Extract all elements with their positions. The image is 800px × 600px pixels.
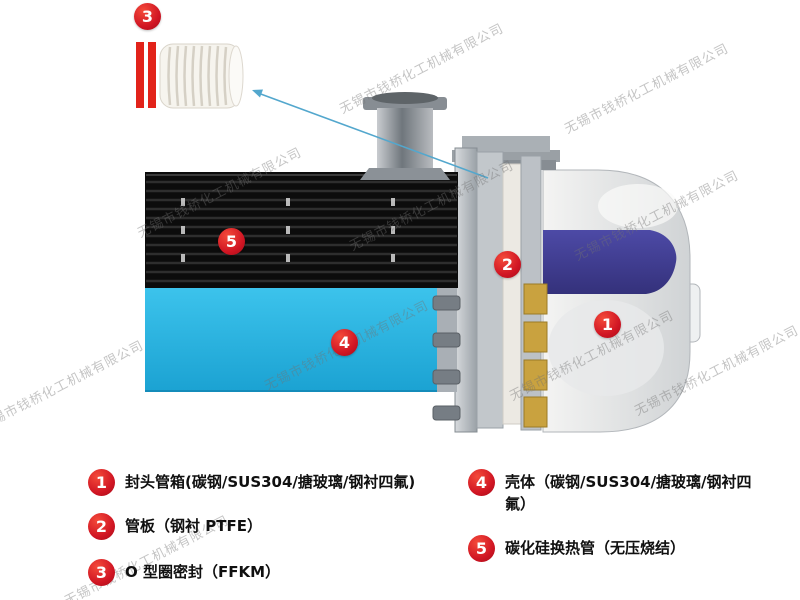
callout-5: 5 bbox=[218, 228, 245, 255]
casing-shade bbox=[548, 300, 664, 396]
tube-sheet bbox=[454, 147, 478, 433]
callout-3: 3 bbox=[134, 3, 161, 30]
legend-label-2: 管板（钢衬 PTFE） bbox=[125, 517, 262, 535]
tube-bundle bbox=[145, 172, 458, 288]
legend-item-2: 2 管板（钢衬 PTFE） bbox=[88, 513, 262, 540]
legend-num-4: 4 bbox=[468, 469, 495, 496]
legend-label-1: 封头管箱(碳钢/SUS304/搪玻璃/钢衬四氟) bbox=[125, 473, 416, 491]
baffle-marks bbox=[181, 198, 395, 262]
callout-4: 4 bbox=[331, 329, 358, 356]
legend-item-1: 1 封头管箱(碳钢/SUS304/搪玻璃/钢衬四氟) bbox=[88, 469, 415, 496]
legend-num-2: 2 bbox=[88, 513, 115, 540]
glass-lining-band bbox=[543, 230, 677, 294]
thread-fitting bbox=[136, 42, 244, 109]
callout-1: 1 bbox=[594, 311, 621, 338]
brass-spacers bbox=[523, 283, 548, 428]
legend-num-1: 1 bbox=[88, 469, 115, 496]
legend-num-3: 3 bbox=[88, 559, 115, 586]
legend-label-5: 碳化硅换热管（无压烧结） bbox=[505, 539, 686, 557]
callout-2: 2 bbox=[494, 251, 521, 278]
pointer-arrow bbox=[252, 89, 489, 179]
exchanger-illustration bbox=[136, 42, 701, 433]
legend-num-5: 5 bbox=[468, 535, 495, 562]
flange-assembly bbox=[452, 136, 560, 433]
shell-body bbox=[145, 288, 437, 392]
red-stripe bbox=[148, 42, 156, 108]
ptfe-liner bbox=[502, 163, 522, 425]
casing-highlight bbox=[598, 184, 678, 228]
casing-head bbox=[542, 169, 701, 433]
legend-item-3: 3 O 型圈密封（FFKM） bbox=[88, 559, 280, 586]
legend-label-4: 壳体（碳钢/SUS304/搪玻璃/钢衬四氟） bbox=[505, 473, 752, 513]
bolt-column bbox=[432, 288, 461, 421]
red-stripe bbox=[136, 42, 144, 108]
nozzle bbox=[360, 92, 450, 180]
legend-item-5: 5 碳化硅换热管（无压烧结） bbox=[468, 535, 685, 562]
legend-item-4: 4 壳体（碳钢/SUS304/搪玻璃/钢衬四氟） bbox=[468, 469, 755, 516]
legend-label-3: O 型圈密封（FFKM） bbox=[125, 563, 281, 581]
